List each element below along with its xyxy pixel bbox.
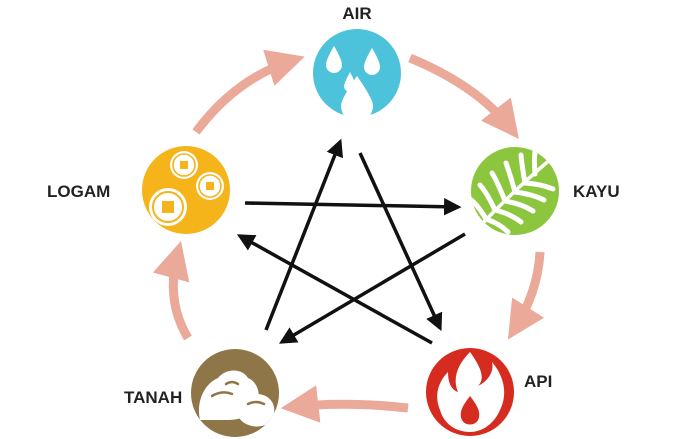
generating-cycle-arrows	[152, 49, 545, 423]
arrow-logam-to-kayu	[244, 197, 462, 216]
arrow-kayu-to-tanah	[278, 232, 466, 344]
arrow-air-to-api	[358, 152, 443, 332]
rocks-icon	[198, 370, 275, 427]
coins-icon	[149, 151, 224, 226]
arrow-api-to-logam	[236, 234, 433, 345]
arrow-tanah-to-air	[264, 138, 344, 331]
element-api: API	[426, 348, 552, 436]
element-tanah: TANAH	[124, 349, 279, 437]
arrow-air-to-kayu	[408, 53, 519, 139]
water-drops-icon	[326, 46, 380, 122]
air-label: AIR	[342, 4, 371, 23]
arrow-api-to-tanah	[280, 385, 409, 423]
arrow-logam-to-air	[192, 49, 305, 135]
leaf-icon	[471, 148, 556, 235]
arrow-tanah-to-logam	[152, 241, 192, 341]
flame-icon	[437, 352, 505, 432]
element-air: AIR	[313, 4, 401, 122]
element-kayu: KAYU	[471, 147, 620, 235]
arrow-kayu-to-api	[507, 251, 545, 340]
api-label: API	[524, 372, 552, 391]
kayu-label: KAYU	[573, 182, 620, 201]
tanah-label: TANAH	[124, 388, 182, 407]
element-logam: LOGAM	[47, 146, 230, 234]
logam-label: LOGAM	[47, 182, 110, 201]
controlling-cycle-arrows	[236, 138, 466, 345]
